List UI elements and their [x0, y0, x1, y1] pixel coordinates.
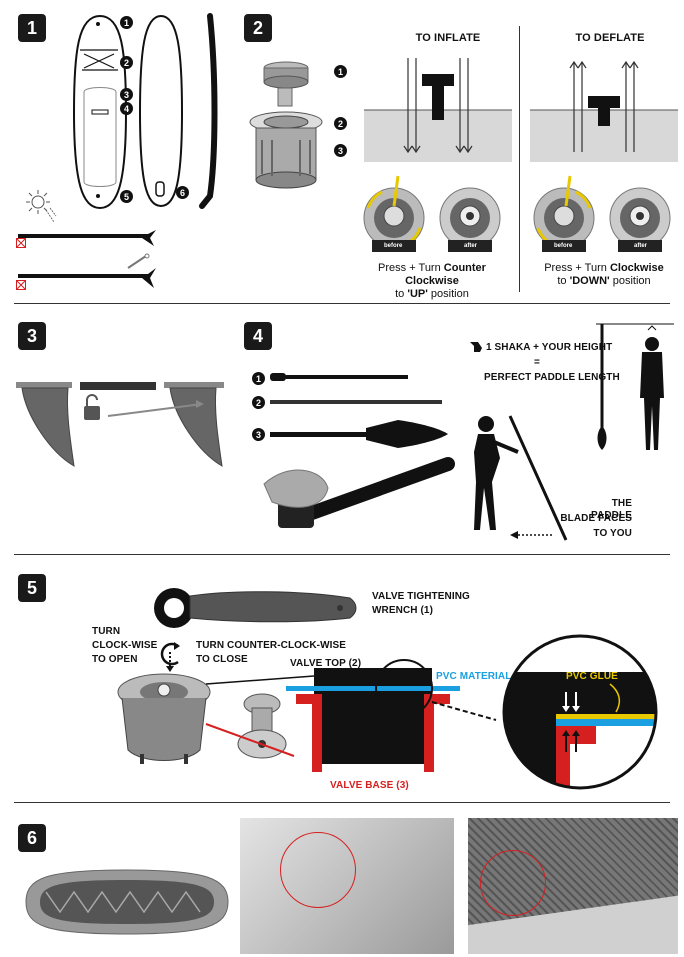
- fin-illustration: [16, 382, 224, 467]
- blade-line-2: BLADE FACES: [560, 513, 632, 524]
- valve-wrench: [154, 588, 357, 628]
- valve-base-label: VALVE BASE (3): [330, 780, 409, 791]
- s1-callout-4: 4: [120, 102, 133, 115]
- s1-callout-5: 5: [120, 190, 133, 203]
- s4-callout-1: 1: [252, 372, 265, 385]
- step-1-badge: 1: [18, 14, 46, 42]
- shaka-hand-icon: [470, 342, 482, 352]
- inflate-after-label: after: [464, 243, 478, 249]
- s1-callout-6: 6: [176, 186, 189, 199]
- no-sharp-mark: [16, 280, 26, 290]
- divider-1: [14, 303, 670, 304]
- shaka-line: 1 SHAKA + YOUR HEIGHT: [486, 342, 613, 353]
- blade-direction-arrow: [510, 531, 552, 539]
- step-6-badge: 6: [18, 824, 46, 852]
- inflate-before-photo: [363, 175, 425, 252]
- board-side-sun: [18, 230, 156, 246]
- deck-pad-closeup-photo: [25, 869, 229, 935]
- rotate-arrow-icon: [160, 642, 180, 672]
- deflate-after-label: after: [634, 243, 648, 249]
- deflate-after-photo: [609, 187, 671, 252]
- blade-line-1: THE PADDLE: [591, 498, 632, 521]
- divider-3: [14, 802, 670, 803]
- sun-icon: [26, 190, 57, 223]
- valve-exploded-illustration: [249, 61, 323, 189]
- inflate-after-photo: [439, 187, 501, 252]
- divider-2: [14, 554, 670, 555]
- s2-callout-1: 1: [334, 65, 347, 78]
- step-3-badge: 3: [18, 322, 46, 350]
- s1-callout-1: 1: [120, 16, 133, 29]
- turn-open-3: TO OPEN: [92, 654, 138, 665]
- equals-sign: =: [534, 357, 540, 368]
- pvc-glue-zoom: [502, 634, 658, 790]
- s2-callout-2: 2: [334, 117, 347, 130]
- s2-callout-3: 3: [334, 144, 347, 157]
- turn-open-1: TURN: [92, 626, 121, 637]
- no-sun-mark: [16, 238, 26, 248]
- board-side-sharp: [18, 253, 156, 288]
- s1-callout-2: 2: [120, 56, 133, 69]
- board-side-view: [199, 13, 218, 209]
- blade-line-3: TO YOU: [593, 528, 632, 539]
- board-bottom-view: [138, 14, 184, 208]
- pvc-material-label: PVC MATERIAL: [436, 671, 512, 682]
- s4-callout-2: 2: [252, 396, 265, 409]
- deflate-title: TO DEFLATE: [575, 32, 645, 44]
- perfect-paddle-length: PERFECT PADDLE LENGTH: [484, 372, 620, 383]
- step-5-badge: 5: [18, 574, 46, 602]
- valve-cross-section: [205, 659, 497, 772]
- inflate-title: TO INFLATE: [415, 32, 481, 44]
- inflate-deflate-divider: [519, 26, 520, 292]
- inflate-airflow-diagram: [364, 58, 512, 162]
- deflate-caption: Press + Turn Clockwise to 'DOWN' positio…: [544, 262, 664, 287]
- defect-circle-1: [280, 832, 356, 908]
- person-height-figure: [596, 323, 674, 450]
- inflate-caption: Press + Turn Counter Clockwise to 'UP' p…: [378, 262, 486, 300]
- surface-closeup-photo: [240, 818, 454, 954]
- wrench-label-2: WRENCH (1): [372, 605, 433, 616]
- paddle-clamp-photo: [263, 457, 455, 528]
- deflate-airflow-diagram: [530, 60, 678, 162]
- turn-close-1: TURN COUNTER-CLOCK-WISE: [196, 640, 347, 651]
- turn-close-2: TO CLOSE: [196, 654, 248, 665]
- turn-open-2: CLOCK-WISE: [92, 640, 158, 651]
- wrench-label-1: VALVE TIGHTENING: [372, 591, 470, 602]
- s1-callout-3: 3: [120, 88, 133, 101]
- valve-top-label: VALVE TOP (2): [290, 658, 362, 669]
- inflate-before-label: before: [384, 243, 403, 249]
- paddle-parts: [270, 373, 448, 448]
- deck-edge-photo: [468, 818, 678, 954]
- s4-callout-3: 3: [252, 428, 265, 441]
- deflate-before-label: before: [554, 243, 573, 249]
- step-2-badge: 2: [244, 14, 272, 42]
- pvc-glue-label: PVC GLUE: [566, 671, 618, 682]
- defect-circle-2: [480, 850, 546, 916]
- valve-base-photo: [117, 673, 211, 764]
- deflate-before-photo: [533, 175, 595, 252]
- paddler-figure: [474, 415, 568, 541]
- step-4-badge: 4: [244, 322, 272, 350]
